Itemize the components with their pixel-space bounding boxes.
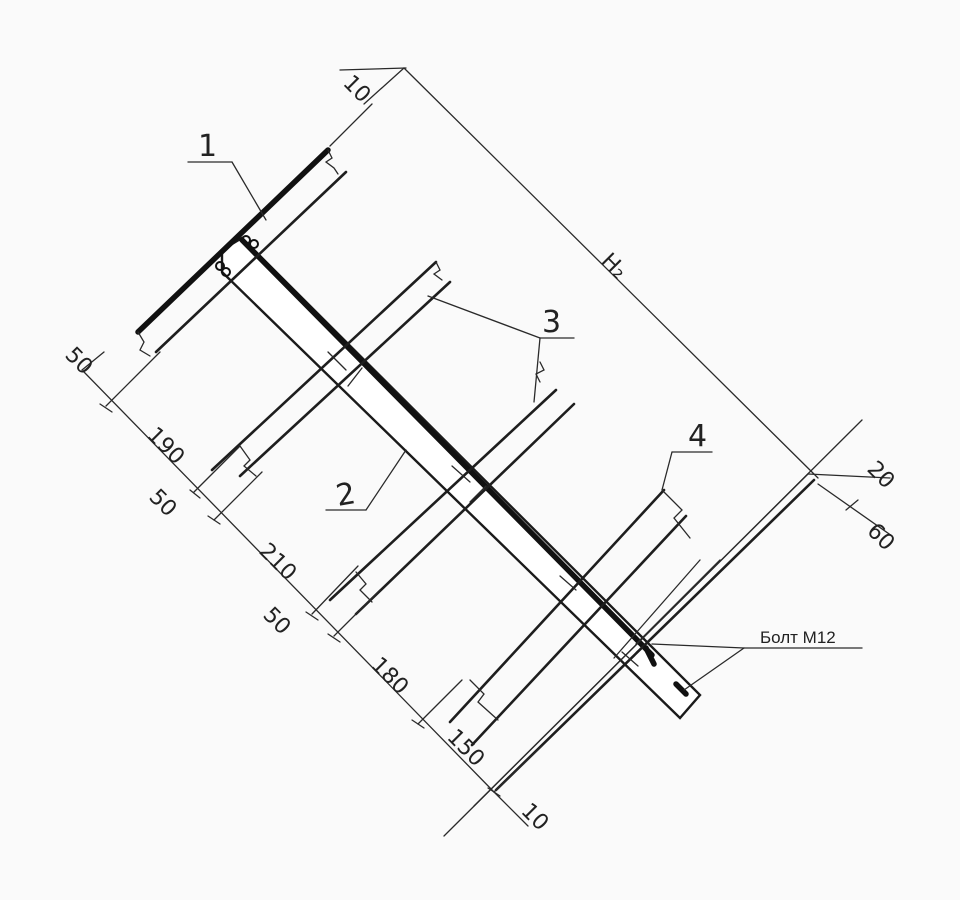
dim-left-5: 180 bbox=[366, 653, 413, 700]
dim-right-a: 20 bbox=[862, 457, 899, 494]
dimension-lines bbox=[81, 67, 893, 827]
label-height: H₂ bbox=[596, 249, 632, 285]
label-item-4: 4 bbox=[688, 419, 707, 454]
label-item-2: 2 bbox=[333, 476, 358, 514]
step-2 bbox=[328, 361, 576, 616]
dim-bottom-offset: 10 bbox=[516, 799, 553, 836]
dim-left-3: 210 bbox=[254, 539, 301, 586]
label-bolt: Болт М12 bbox=[760, 628, 836, 647]
dim-left-0: 50 bbox=[60, 343, 97, 380]
end-post bbox=[443, 419, 863, 837]
dim-top-offset: 10 bbox=[338, 71, 375, 108]
step-1 bbox=[210, 260, 452, 478]
dim-left-1: 190 bbox=[142, 423, 189, 470]
top-plate bbox=[135, 147, 348, 357]
dim-left-2: 50 bbox=[144, 485, 181, 522]
dim-left-4: 50 bbox=[258, 603, 295, 640]
bolts bbox=[327, 351, 689, 697]
leaders bbox=[187, 161, 863, 691]
dim-right-b: 60 bbox=[862, 519, 899, 556]
label-item-1: 1 bbox=[198, 129, 217, 164]
step-3 bbox=[448, 488, 691, 747]
dim-left-6: 150 bbox=[442, 725, 489, 772]
label-item-3: 3 bbox=[542, 305, 561, 340]
